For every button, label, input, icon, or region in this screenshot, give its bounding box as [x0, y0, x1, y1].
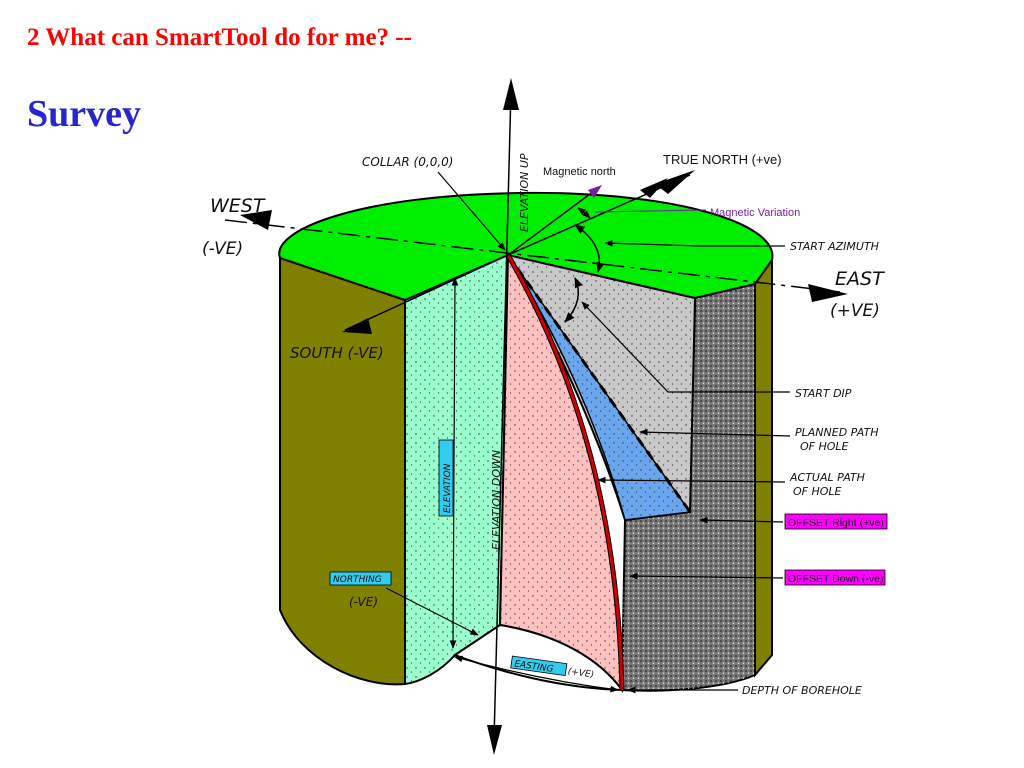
- planned-path-line: [506, 254, 692, 513]
- elevation-down-label: ELEVATION DOWN: [490, 450, 503, 550]
- east-arrowhead: [808, 284, 848, 302]
- elevation-dimension: [449, 277, 459, 649]
- east-label: EAST: [835, 268, 885, 290]
- offset-down-leader: [629, 572, 784, 580]
- west-east-axis: [224, 219, 841, 293]
- northing-leader: [385, 587, 479, 636]
- offset-down-label: OFFSET Down (-ve): [788, 573, 883, 585]
- south-label: SOUTH (-VE): [290, 344, 384, 362]
- northing-badge: [329, 571, 392, 586]
- northing-sign-label: (-VE): [349, 595, 378, 609]
- actual-path-label-line1: ACTUAL PATH: [789, 471, 865, 484]
- south-axis: [344, 254, 509, 331]
- offset-right-label: OFFSET Right (+ve): [788, 517, 884, 529]
- planned-path-leader: [639, 428, 791, 437]
- collar-leader: [437, 171, 506, 251]
- collar-label: COLLAR (0,0,0): [362, 155, 453, 169]
- start-azimuth-label: START AZIMUTH: [790, 240, 879, 253]
- elevation-badge: [438, 439, 454, 517]
- start-azimuth-arc: [574, 224, 605, 274]
- actual-path-leader: [597, 476, 786, 484]
- west-sign-label: (-VE): [202, 239, 243, 259]
- planned-path-label-line1: PLANNED PATH: [795, 426, 878, 439]
- magnetic-north-line: [507, 187, 599, 256]
- cylinder-right-wall: [754, 256, 773, 678]
- south-arrowhead: [342, 318, 372, 334]
- northing-label: NORTHING: [333, 575, 382, 585]
- elevation-up-label: ELEVATION UP: [518, 153, 531, 232]
- magnetic-north-arrowhead: [588, 185, 602, 198]
- start-dip-label: START DIP: [795, 387, 852, 400]
- true-north-arrowhead: [655, 170, 695, 194]
- easting-badge: [510, 655, 568, 677]
- slide-subheading: Survey: [27, 93, 141, 135]
- start-dip-leader: [581, 301, 790, 393]
- true-north-line: [507, 174, 691, 256]
- offset-right-leader: [699, 516, 784, 524]
- cylinder-outer-wall: [279, 256, 406, 686]
- offset-down-badge: [784, 569, 886, 586]
- easting-sign-label: (+VE): [567, 667, 595, 681]
- start-azimuth-leader: [604, 239, 785, 247]
- offset-right-badge: [784, 513, 888, 530]
- elevation-up-arrowhead: [503, 78, 519, 110]
- start-dip-arc: [564, 277, 583, 323]
- true-north-label: TRUE NORTH (+ve): [663, 152, 782, 167]
- east-sign-label: (+VE): [830, 301, 880, 321]
- magnetic-variation-arc: [577, 207, 591, 219]
- vertical-axis: [493, 89, 512, 741]
- elevation-down-arrowhead: [487, 725, 502, 755]
- easting-dimension: [454, 655, 619, 693]
- slide-heading: 2 What can SmartTool do for me? --: [27, 24, 412, 51]
- elevation-label: ELEVATION: [443, 463, 453, 513]
- actual-path-label-line2: OF HOLE: [793, 485, 842, 498]
- west-arrowhead: [240, 210, 272, 230]
- planned-path-label-line2: OF HOLE: [800, 440, 849, 453]
- magnetic-north-label: Magnetic north: [543, 166, 616, 178]
- magnetic-variation-leader: [594, 209, 707, 213]
- magnetic-variation-label: Magnetic Variation: [710, 207, 800, 219]
- depth-label: DEPTH OF BOREHOLE: [742, 684, 862, 697]
- west-label: WEST: [210, 195, 266, 217]
